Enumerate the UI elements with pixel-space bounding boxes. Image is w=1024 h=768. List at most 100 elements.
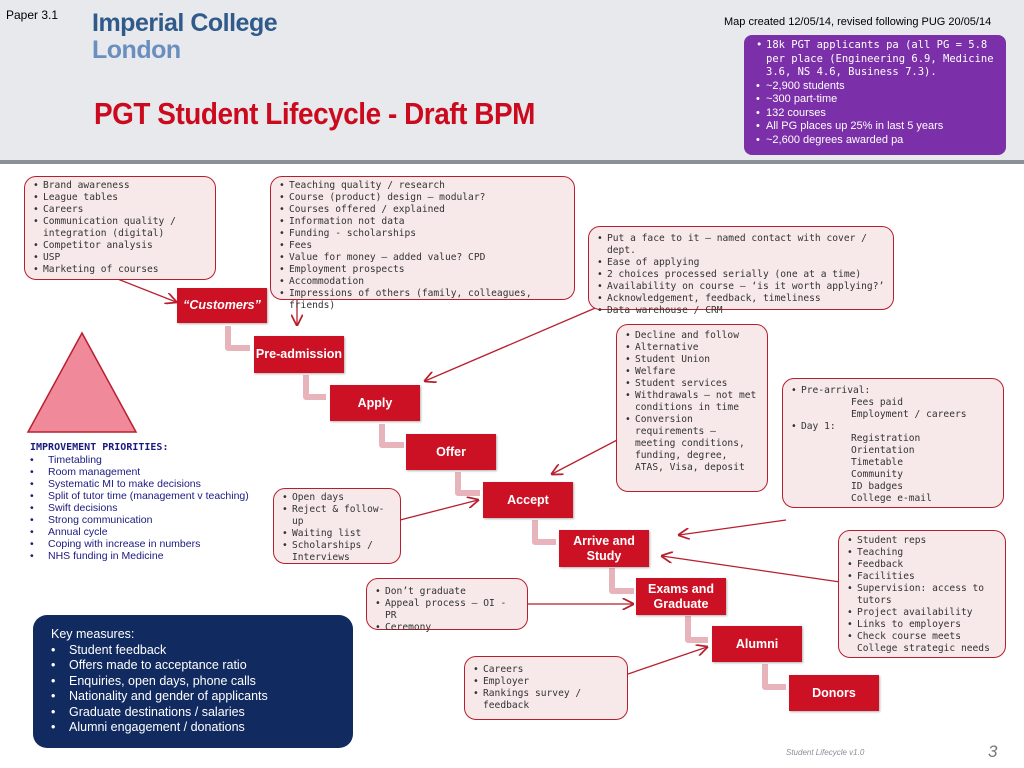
arrow bbox=[679, 519, 787, 535]
map-note: Map created 12/05/14, revised following … bbox=[724, 16, 992, 28]
offer-factors-box: Open days Reject & follow-up Waiting lis… bbox=[273, 488, 401, 564]
factor-item: Put a face to it – named contact with co… bbox=[597, 233, 887, 257]
priority-item: NHS funding in Medicine bbox=[30, 550, 260, 562]
factor-item: Student Union bbox=[625, 354, 761, 366]
arrival-item: ID badges bbox=[851, 481, 903, 492]
paper-label: Paper 3.1 bbox=[6, 8, 59, 22]
factor-item: Rankings survey / feedback bbox=[473, 688, 621, 712]
factor-item: Ease of applying bbox=[597, 257, 887, 269]
factor-item: Information not data bbox=[279, 216, 568, 228]
college-logo: Imperial College London bbox=[92, 9, 278, 64]
factor-item: Feedback bbox=[847, 559, 999, 571]
factor-item: Careers bbox=[33, 204, 209, 216]
stat-item: ~2,600 degrees awarded pa bbox=[756, 134, 998, 148]
measure-item: Alumni engagement / donations bbox=[51, 720, 343, 736]
step-apply[interactable]: Apply bbox=[330, 385, 420, 421]
factor-item: Accommodation bbox=[279, 276, 568, 288]
factor-item: League tables bbox=[33, 192, 209, 204]
priority-item: Annual cycle bbox=[30, 526, 260, 538]
measure-item: Enquiries, open days, phone calls bbox=[51, 674, 343, 690]
key-measures-box: Key measures: Student feedback Offers ma… bbox=[33, 615, 353, 748]
stat-item: ~2,900 students bbox=[756, 80, 998, 94]
factor-item: Communication quality / integration (dig… bbox=[33, 216, 209, 240]
factor-item: Student services bbox=[625, 378, 761, 390]
header-banner: Paper 3.1 Imperial College London PGT St… bbox=[0, 0, 1024, 164]
arrow bbox=[627, 647, 707, 675]
factor-item: Courses offered / explained bbox=[279, 204, 568, 216]
version-footer: Student Lifecycle v1.0 bbox=[786, 748, 865, 757]
factor-item: Appeal process – OI - PR bbox=[375, 598, 521, 622]
study-factors-box: Student reps Teaching Feedback Facilitie… bbox=[838, 530, 1006, 658]
step-exams-graduate[interactable]: Exams and Graduate bbox=[636, 578, 726, 615]
factor-item: Withdrawals – not met conditions in time bbox=[625, 390, 761, 414]
stair-connector bbox=[225, 326, 250, 351]
course-factors-box: Teaching quality / research Course (prod… bbox=[270, 176, 575, 311]
stair-connectors bbox=[225, 326, 786, 690]
step-accept[interactable]: Accept bbox=[483, 482, 573, 518]
factor-item: Waiting list bbox=[282, 528, 394, 540]
customers-factors-box: Brand awareness League tables Careers Co… bbox=[24, 176, 216, 280]
step-pre-admission[interactable]: Pre-admission bbox=[254, 336, 344, 373]
arrival-item: College e-mail bbox=[851, 493, 932, 504]
stair-connector bbox=[455, 472, 480, 496]
factor-item: Teaching quality / research bbox=[279, 180, 568, 192]
factor-item: Employment prospects bbox=[279, 264, 568, 276]
stair-connector bbox=[303, 375, 326, 400]
measure-item: Graduate destinations / salaries bbox=[51, 705, 343, 721]
measure-item: Nationality and gender of applicants bbox=[51, 689, 343, 705]
step-customers[interactable]: “Customers” bbox=[177, 288, 267, 323]
warning-triangle-icon bbox=[26, 331, 138, 433]
factor-item: Careers bbox=[473, 664, 621, 676]
logo-line-2: London bbox=[92, 36, 181, 64]
step-donors[interactable]: Donors bbox=[789, 675, 879, 711]
factor-item: Course (product) design – modular? bbox=[279, 192, 568, 204]
step-alumni[interactable]: Alumni bbox=[712, 626, 802, 662]
arrow bbox=[399, 500, 478, 521]
factor-item: Reject & follow-up bbox=[282, 504, 394, 528]
priority-item: Coping with increase in numbers bbox=[30, 538, 260, 550]
stair-connector bbox=[609, 568, 634, 594]
priority-item: Split of tutor time (management v teachi… bbox=[30, 490, 260, 502]
factor-item: Ceremony bbox=[375, 622, 521, 634]
factor-item: Acknowledgement, feedback, timeliness bbox=[597, 293, 887, 305]
accept-factors-box: Decline and follow Alternative Student U… bbox=[616, 324, 768, 492]
factor-item: Teaching bbox=[847, 547, 999, 559]
day1-label: Day 1: bbox=[791, 421, 997, 433]
stat-item: ~300 part-time bbox=[756, 93, 998, 107]
factor-item: 2 choices processed serially (one at a t… bbox=[597, 269, 887, 281]
key-measures-heading: Key measures: bbox=[51, 627, 135, 641]
factor-item: Employer bbox=[473, 676, 621, 688]
stat-item: 132 courses bbox=[756, 107, 998, 121]
stair-connector bbox=[685, 616, 708, 643]
factor-item: Check course meets College strategic nee… bbox=[847, 631, 999, 655]
factor-item: Don’t graduate bbox=[375, 586, 521, 598]
factor-item: Funding - scholarships bbox=[279, 228, 568, 240]
factor-item: Impressions of others (family, colleague… bbox=[279, 288, 568, 312]
factor-item: Brand awareness bbox=[33, 180, 209, 192]
factor-item: USP bbox=[33, 252, 209, 264]
factor-item: Supervision: access to tutors bbox=[847, 583, 999, 607]
priority-item: Room management bbox=[30, 466, 260, 478]
improvement-priorities: IMPROVEMENT PRIORITIES: Timetabling Room… bbox=[30, 442, 260, 562]
arrow bbox=[662, 556, 841, 583]
measure-item: Offers made to acceptance ratio bbox=[51, 658, 343, 674]
logo-line-1: Imperial College bbox=[92, 9, 278, 37]
factor-item: Conversion requirements – meeting condit… bbox=[625, 414, 761, 474]
stair-connector bbox=[532, 520, 556, 545]
factor-item: Alternative bbox=[625, 342, 761, 354]
priority-item: Timetabling bbox=[30, 454, 260, 466]
arrival-item: Orientation bbox=[851, 445, 915, 456]
stair-connector bbox=[379, 424, 404, 448]
priority-item: Strong communication bbox=[30, 514, 260, 526]
page-title: PGT Student Lifecycle - Draft BPM bbox=[94, 96, 535, 131]
stair-connector bbox=[762, 664, 786, 690]
factor-item: Value for money – added value? CPD bbox=[279, 252, 568, 264]
factor-item: Links to employers bbox=[847, 619, 999, 631]
stat-item: 18k PGT applicants pa (all PG = 5.8 per … bbox=[756, 39, 998, 80]
priority-item: Swift decisions bbox=[30, 502, 260, 514]
step-offer[interactable]: Offer bbox=[406, 434, 496, 470]
factor-item: Open days bbox=[282, 492, 394, 504]
arrival-item: Community bbox=[851, 469, 903, 480]
step-arrive-study[interactable]: Arrive and Study bbox=[559, 530, 649, 567]
